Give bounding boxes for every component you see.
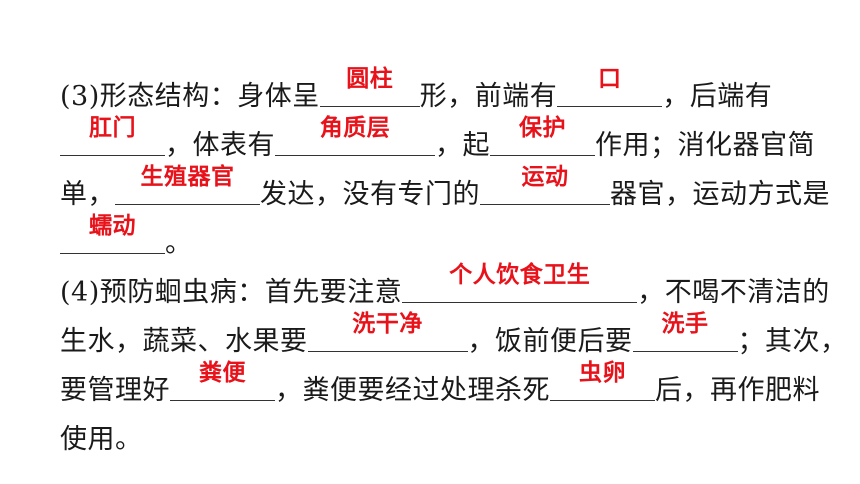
text-line-6: 生水，蔬菜、水果要 洗干净 ，饭前便后要 洗手 ；其次， xyxy=(60,311,848,359)
answer-text: 洗干净 xyxy=(352,311,423,337)
line-text: ；其次， xyxy=(737,326,848,357)
answer-text: 洗手 xyxy=(661,311,709,337)
answer-blank: 口 xyxy=(557,66,663,107)
line-text: 。 xyxy=(165,228,193,259)
line-text: 发达，没有专门的 xyxy=(260,179,480,210)
answer-blank: 运动 xyxy=(480,164,610,205)
answer-text: 蠕动 xyxy=(89,213,136,239)
line-text: ，起 xyxy=(435,130,490,161)
text-line-3: 单， 生殖器官发达，没有专门的 运动器官，运动方式是 xyxy=(60,164,830,212)
answer-text: 圆柱 xyxy=(346,66,394,92)
answer-blank: 肛门 xyxy=(60,115,165,156)
answer-blank: 圆柱 xyxy=(319,66,420,107)
text-line-8: 使用。 xyxy=(60,423,143,457)
text-line-1: (3)形态结构：身体呈圆柱形，前端有 口 ，后端有 xyxy=(60,66,773,114)
line-text: 使用。 xyxy=(60,424,143,455)
line-text: ，不喝不清洁的 xyxy=(637,277,830,308)
answer-text: 口 xyxy=(598,66,622,92)
line-text: ，粪便要经过处理杀死 xyxy=(275,375,550,406)
line-text: 作用；消化器官简 xyxy=(595,130,815,161)
answer-blank: 洗干净 xyxy=(307,311,468,352)
line-text: 器官，运动方式是 xyxy=(610,179,830,210)
answer-text: 角质层 xyxy=(319,115,391,141)
answer-blank: 个人饮食卫生 xyxy=(402,262,638,303)
answer-blank: 蠕动 xyxy=(60,213,165,254)
line-text: 要管理好 xyxy=(60,375,170,406)
line-text: 单， xyxy=(60,179,115,210)
line-text: 生水，蔬菜、水果要 xyxy=(60,326,308,357)
answer-text: 个人饮食卫生 xyxy=(449,262,591,288)
answer-blank: 保护 xyxy=(490,115,595,156)
line-text: ，饭前便后要 xyxy=(467,326,633,357)
answer-blank: 虫卵 xyxy=(550,360,655,401)
line-text: ，体表有 xyxy=(165,130,275,161)
text-line-7: 要管理好 粪便 ，粪便要经过处理杀死 虫卵后，再作肥料 xyxy=(60,360,820,408)
answer-text: 保护 xyxy=(519,115,566,141)
answer-text: 运动 xyxy=(521,164,569,190)
answer-text: 虫卵 xyxy=(579,360,626,386)
answer-blank: 角质层 xyxy=(275,115,435,156)
line-text: 形，前端有 xyxy=(419,81,558,112)
answer-blank: 粪便 xyxy=(170,360,275,401)
line-text: (4)预防蛔虫病：首先要注意 xyxy=(60,277,403,308)
text-line-5: (4)预防蛔虫病：首先要注意 个人饮食卫生 ，不喝不清洁的 xyxy=(60,262,830,310)
line-text: 后，再作肥料 xyxy=(655,375,820,406)
answer-blank: 洗手 xyxy=(632,311,738,352)
text-line-4: 蠕动。 xyxy=(60,213,193,261)
answer-text: 生殖器官 xyxy=(140,164,235,190)
answer-text: 肛门 xyxy=(89,115,136,141)
line-text: (3)形态结构：身体呈 xyxy=(60,81,320,112)
answer-text: 粪便 xyxy=(199,360,246,386)
line-text: ，后端有 xyxy=(662,81,773,112)
answer-blank: 生殖器官 xyxy=(115,164,260,205)
text-line-2: 肛门 ，体表有 角质层 ，起 保护作用；消化器官简 xyxy=(60,115,815,163)
